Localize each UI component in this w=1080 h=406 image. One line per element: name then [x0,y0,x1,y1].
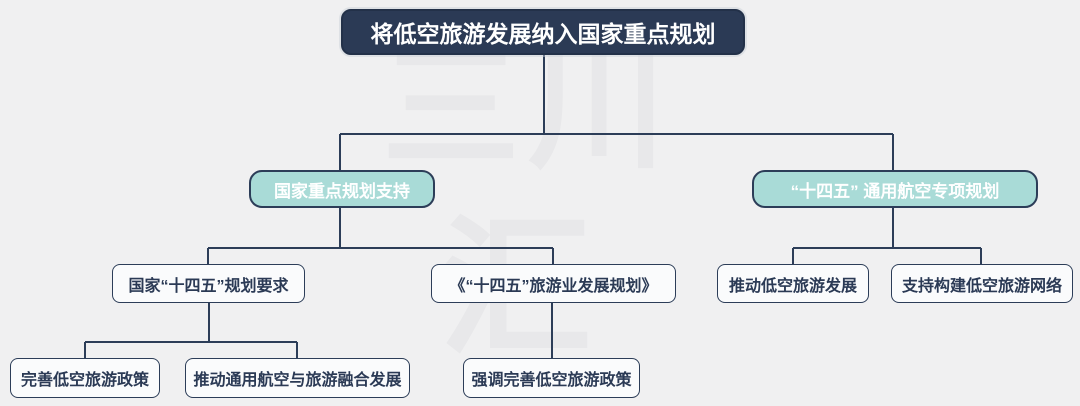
node-promote-general-aviation-tourism-integration: 推动通用航空与旅游融合发展 [185,358,410,398]
node-national-14th-five-year-plan-requirements: 国家“十四五”规划要求 [112,264,305,303]
node-14th-five-year-tourism-development-plan: 《“十四五”旅游业发展规划》 [431,264,676,303]
node-emphasize-improve-low-altitude-tourism-policy: 强调完善低空旅游政策 [463,358,640,398]
node-national-key-plan-support: 国家重点规划支持 [249,170,435,208]
node-support-build-low-altitude-tourism-network: 支持构建低空旅游网络 [891,264,1073,303]
node-improve-low-altitude-tourism-policy: 完善低空旅游政策 [10,358,160,398]
node-promote-low-altitude-tourism-development: 推动低空旅游发展 [717,264,869,303]
node-14th-five-year-general-aviation-plan: “十四五” 通用航空专项规划 [752,170,1038,208]
node-root-title: 将低空旅游发展纳入国家重点规划 [341,9,745,55]
